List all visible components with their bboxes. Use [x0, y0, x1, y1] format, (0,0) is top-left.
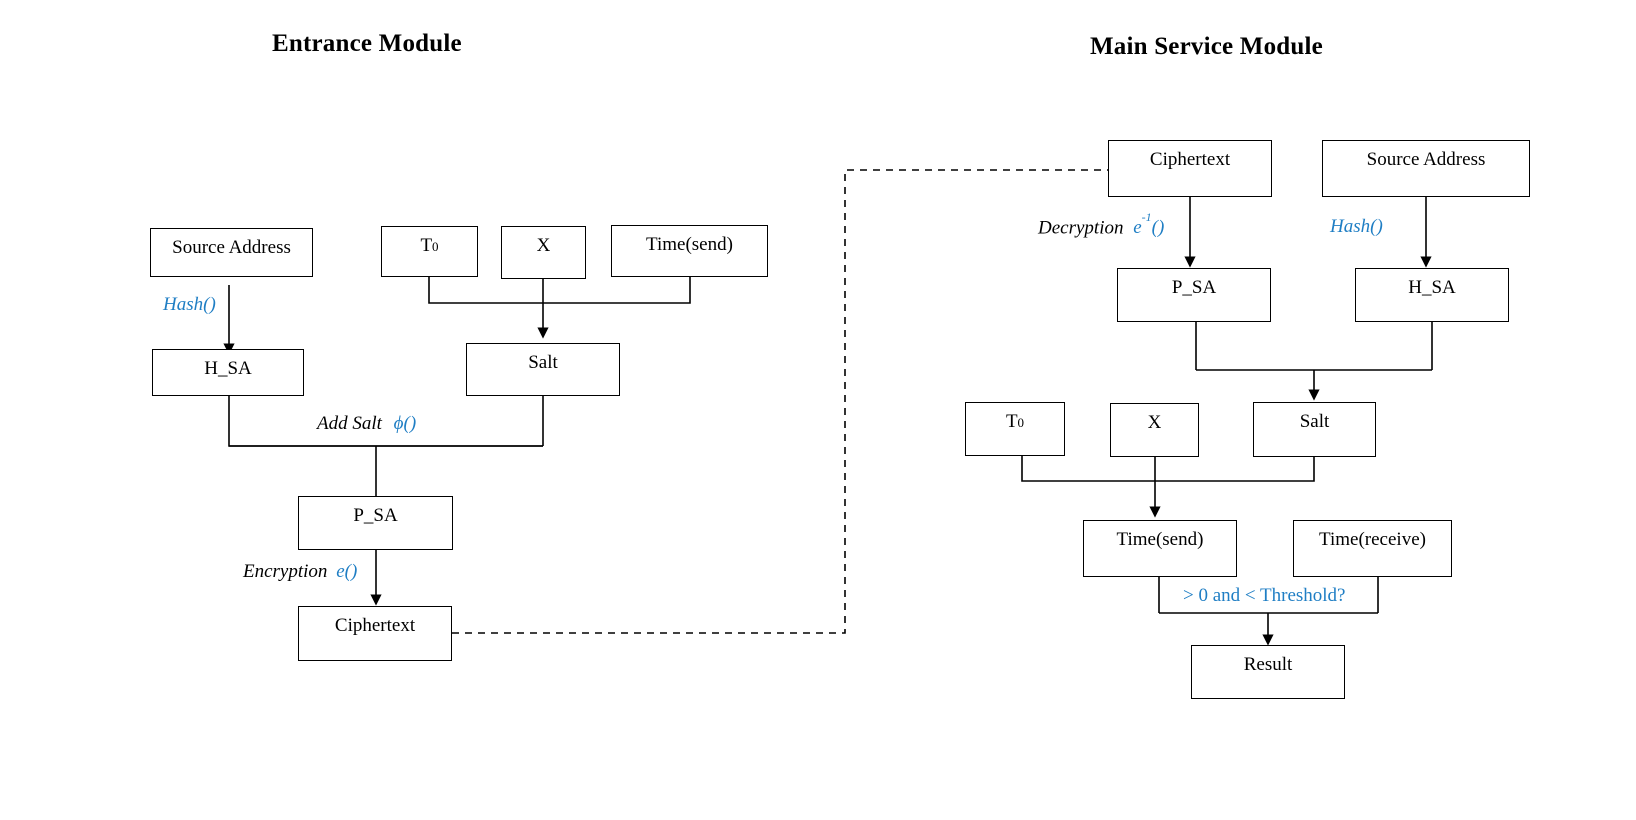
node-label: H_SA: [1408, 277, 1456, 298]
node-ms-p-sa[interactable]: P_SA: [1117, 268, 1271, 322]
wire-time-send-to-junction: [543, 277, 691, 304]
wire-ms-t0-to-junction: [1021, 456, 1155, 482]
node-entrance-x[interactable]: X: [501, 226, 586, 279]
wire-ms-salt-to-junction: [1155, 457, 1315, 482]
edge-label-function-tail: (): [1151, 217, 1165, 239]
edge-label-function: Hash(): [1330, 216, 1383, 237]
node-ms-h-sa[interactable]: H_SA: [1355, 268, 1509, 322]
node-label: Ciphertext: [334, 615, 416, 636]
node-entrance-h-sa[interactable]: H_SA: [152, 349, 304, 396]
edge-label-function-exponent: -1: [1141, 210, 1152, 224]
main-service-module-title: Main Service Module: [1090, 33, 1323, 60]
node-ms-salt[interactable]: Salt: [1253, 402, 1376, 457]
node-label: Source Address: [172, 237, 291, 258]
node-ms-x[interactable]: X: [1110, 403, 1199, 457]
node-ms-source-address[interactable]: Source Address: [1322, 140, 1530, 197]
node-ms-result[interactable]: Result: [1191, 645, 1345, 699]
edge-label-entrance-hash: Hash(): [163, 295, 216, 314]
node-label: T: [1005, 411, 1018, 432]
edge-label-function: e(): [336, 561, 358, 582]
edge-label-ms-decryption: Decryption e-1(): [1038, 211, 1165, 239]
entrance-module-title: Entrance Module: [272, 30, 462, 57]
node-entrance-p-sa[interactable]: P_SA: [298, 496, 453, 550]
node-label: Time(receive): [1319, 529, 1426, 550]
node-label: Salt: [528, 352, 558, 373]
node-label-subscript: 0: [432, 239, 439, 254]
edge-label-operation: Add Salt: [317, 413, 382, 434]
node-label: Result: [1243, 654, 1293, 675]
node-label: Time(send): [646, 234, 733, 255]
edge-label-function: e-1(): [1133, 211, 1165, 239]
node-label: P_SA: [1171, 277, 1217, 298]
node-label: Ciphertext: [1149, 149, 1231, 170]
node-entrance-source-address[interactable]: Source Address: [150, 228, 313, 277]
node-entrance-salt[interactable]: Salt: [466, 343, 620, 396]
node-label: X: [1147, 412, 1162, 433]
node-entrance-ciphertext[interactable]: Ciphertext: [298, 606, 452, 661]
node-ms-ciphertext[interactable]: Ciphertext: [1108, 140, 1272, 197]
edge-label-function: ϕ(): [393, 413, 417, 434]
node-label: H_SA: [204, 358, 252, 379]
edge-label-function-base: e: [1133, 217, 1142, 239]
edge-label-entrance-add-salt: Add Salt ϕ(): [317, 414, 416, 433]
edge-label-ms-threshold-condition: > 0 and < Threshold?: [1180, 586, 1349, 605]
node-label: X: [536, 235, 551, 256]
node-label: Time(send): [1116, 529, 1204, 550]
edge-label-operation: Decryption: [1038, 217, 1124, 239]
node-ms-time-receive[interactable]: Time(receive): [1293, 520, 1452, 577]
edge-label-ms-hash: Hash(): [1330, 217, 1383, 236]
node-entrance-time-send[interactable]: Time(send): [611, 225, 768, 277]
node-label-subscript: 0: [1017, 415, 1025, 430]
edge-label-operation: Encryption: [243, 561, 328, 582]
edge-label-entrance-encryption: Encryption e(): [243, 562, 357, 581]
node-label: P_SA: [353, 505, 398, 526]
node-ms-time-send[interactable]: Time(send): [1083, 520, 1237, 577]
edge-label-function: Hash(): [163, 294, 216, 315]
node-label: Source Address: [1366, 149, 1486, 170]
node-label: T: [420, 235, 433, 256]
wire-t0-to-junction: [428, 277, 543, 304]
node-label: Salt: [1299, 411, 1330, 432]
